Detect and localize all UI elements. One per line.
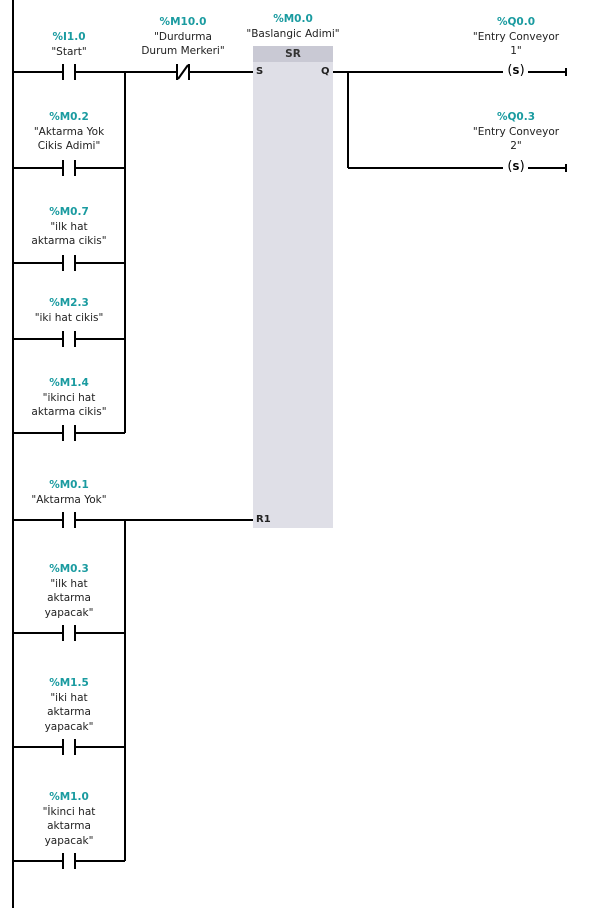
pin-q: Q — [321, 66, 330, 77]
reset-contact-label[interactable]: %M1.5 "iki hat aktarma yapacak" — [4, 676, 134, 734]
address: %M0.3 — [49, 563, 89, 575]
sr-block-type: SR — [253, 46, 333, 62]
address: %M0.7 — [49, 206, 89, 218]
reset-contact-label[interactable]: %M1.0 "İkinci hat aktarma yapacak" — [4, 790, 134, 848]
set-contact-label[interactable]: %M0.7 "ilk hat aktarma cikis" — [4, 205, 134, 249]
coil-type: S — [512, 66, 520, 77]
address: %M1.0 — [49, 791, 89, 803]
coil-open-paren: ( — [507, 63, 513, 78]
tag-name: "ilk hat aktarma cikis" — [31, 220, 107, 248]
nc-contact-slash — [177, 64, 189, 80]
coil-close-paren: ) — [519, 63, 525, 78]
set-coil-0[interactable]: (S) — [503, 63, 529, 78]
tag-name: "İkinci hat aktarma yapacak" — [42, 805, 96, 847]
tag-name: "Entry Conveyor 2" — [472, 125, 560, 153]
address: %M1.5 — [49, 677, 89, 689]
coil-close-paren: ) — [519, 159, 525, 174]
address: %Q0.3 — [496, 111, 536, 123]
pin-s: S — [256, 66, 264, 77]
address: %M0.1 — [49, 479, 89, 491]
set-coil-1[interactable]: (S) — [503, 159, 529, 174]
tag-name: "Aktarma Yok" — [31, 493, 107, 506]
tag-name: "ikinci hat aktarma cikis" — [31, 391, 107, 419]
coil-label[interactable]: %Q0.3 "Entry Conveyor 2" — [451, 110, 581, 154]
address: %M1.4 — [49, 377, 89, 389]
pin-r1: R1 — [256, 514, 271, 525]
tag-name: "Aktarma Yok Cikis Adimi" — [33, 125, 105, 153]
sr-address: %M0.0 — [273, 13, 313, 25]
tag-name: "ilk hat aktarma yapacak" — [44, 577, 94, 619]
address: %Q0.0 — [496, 16, 536, 28]
tag-name: "iki hat cikis" — [34, 311, 104, 324]
set-contact-label[interactable]: %M0.2 "Aktarma Yok Cikis Adimi" — [4, 110, 134, 154]
reset-contact-label[interactable]: %M0.3 "ilk hat aktarma yapacak" — [4, 562, 134, 620]
address: %M2.3 — [49, 297, 89, 309]
set-contact-label[interactable]: %M2.3 "iki hat cikis" — [4, 296, 134, 325]
tag-name: "iki hat aktarma yapacak" — [44, 691, 94, 733]
set-contact-label[interactable]: %M1.4 "ikinci hat aktarma cikis" — [4, 376, 134, 420]
nc-contact-label[interactable]: %M10.0 "Durdurma Durum Merkeri" — [118, 15, 248, 59]
address: %M0.2 — [49, 111, 89, 123]
nc-contact-address: %M10.0 — [159, 16, 207, 28]
sr-block-label: %M0.0 "Baslangic Adimi" — [228, 12, 358, 41]
nc-contact-name: "Durdurma Durum Merkeri" — [141, 30, 225, 58]
set-contact-label[interactable]: %I1.0 "Start" — [4, 30, 134, 59]
coil-open-paren: ( — [507, 159, 513, 174]
tag-name: "Entry Conveyor 1" — [472, 30, 560, 58]
sr-block[interactable] — [253, 46, 333, 528]
coil-type: S — [512, 162, 520, 173]
tag-name: "Start" — [51, 45, 87, 58]
reset-contact-label[interactable]: %M0.1 "Aktarma Yok" — [4, 478, 134, 507]
coil-label[interactable]: %Q0.0 "Entry Conveyor 1" — [451, 15, 581, 59]
sr-name: "Baslangic Adimi" — [246, 27, 340, 40]
address: %I1.0 — [52, 31, 86, 43]
